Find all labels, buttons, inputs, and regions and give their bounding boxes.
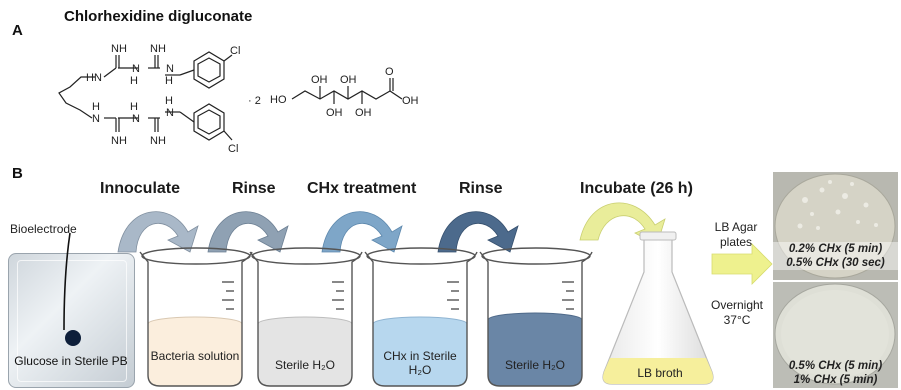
overnight-label: Overnight 37°C [710,298,764,327]
atom-nh-3: NH [111,135,127,147]
beaker-4 [479,247,593,387]
atom-h-4: H [130,101,138,113]
atom-cl-1: Cl [230,45,240,57]
panel-b-letter: B [12,165,23,182]
atom-o: O [385,66,394,78]
plate-1-line-2: 0.5% CHx (30 sec) [786,257,885,269]
bioelectrode-bag: Glucose in Sterile PB [8,253,135,388]
atom-oh-4: OH [355,107,372,119]
bag-label: Glucose in Sterile PB [14,354,128,368]
atom-h-2: H [165,75,173,87]
plate-2 [773,282,898,388]
atom-n-1: N [132,63,140,75]
electrode-wire [63,232,71,331]
atom-h-3: H [92,101,100,113]
arrow-chx-treatment [321,211,403,253]
beaker-1 [139,247,253,387]
plate-1-line-1: 0.2% CHx (5 min) [788,243,883,255]
step-incubate: Incubate (26 h) [580,180,693,197]
atom-n-3: N [92,113,100,125]
multiplier: · 2 [248,95,261,107]
atom-oh-1: OH [311,74,328,86]
erlenmeyer-flask [602,231,714,385]
plate-2-text: 0.5% CHx (5 min) 1% CHx (5 min) [773,359,898,387]
beaker-1-label: Bacteria solution [150,349,240,363]
phenyl-ring-top [193,51,225,89]
beaker-3-label: CHx in Sterile H₂O [383,349,457,377]
beaker-3 [364,247,478,387]
atom-n-5: N [166,107,174,119]
lb-agar-label: LB Agar plates [714,220,758,249]
flask-label: LB broth [637,366,683,380]
step-chx-treatment: CHx treatment [307,180,417,197]
atom-ho: HO [270,94,287,106]
atom-nh-2: NH [150,43,166,55]
atom-h-5: H [165,95,173,107]
step-rinse-2: Rinse [459,180,503,197]
plate-2-line-1: 0.5% CHx (5 min) [788,360,883,372]
beaker-4-liquid [488,320,582,386]
gluconate-chain [291,90,391,100]
atom-hn-1: HN [86,72,102,84]
beaker-2-label: Sterile H₂O [274,358,335,372]
atom-nh-4: NH [150,135,166,147]
beaker-2 [249,247,363,387]
atom-n-4: N [132,113,140,125]
plate-1-text: 0.2% CHx (5 min) 0.5% CHx (30 sec) [773,242,898,270]
atom-h-1: H [130,75,138,87]
atom-oh-5: OH [402,95,419,107]
step-rinse-1: Rinse [232,180,276,197]
beaker-2-liquid [258,324,352,386]
atom-n-2: N [166,63,174,75]
arrow-innoculate [117,211,199,253]
atom-cl-2: Cl [228,143,238,155]
step-innoculate: Innoculate [100,180,181,197]
beaker-1-liquid [148,324,242,386]
atom-oh-2: OH [340,74,357,86]
panel-a-letter: A [12,22,23,39]
lb-agar-arrow [711,243,773,285]
beaker-4-label: Sterile H₂O [504,358,565,372]
electrode-disc [65,330,81,346]
atom-oh-3: OH [326,107,343,119]
bioelectrode-label: Bioelectrode [10,222,77,236]
structure-bonds [58,51,403,141]
flask-liquid [603,358,713,384]
plate-2-line-2: 1% CHx (5 min) [793,374,878,386]
beaker-3-liquid [373,324,467,386]
atom-nh-1: NH [111,43,127,55]
hexyl-chain [58,76,95,119]
arrow-rinse-1 [207,211,289,253]
panel-a-title: Chlorhexidine digluconate [64,8,253,25]
plate-1 [773,172,898,280]
arrow-rinse-2 [437,211,519,253]
